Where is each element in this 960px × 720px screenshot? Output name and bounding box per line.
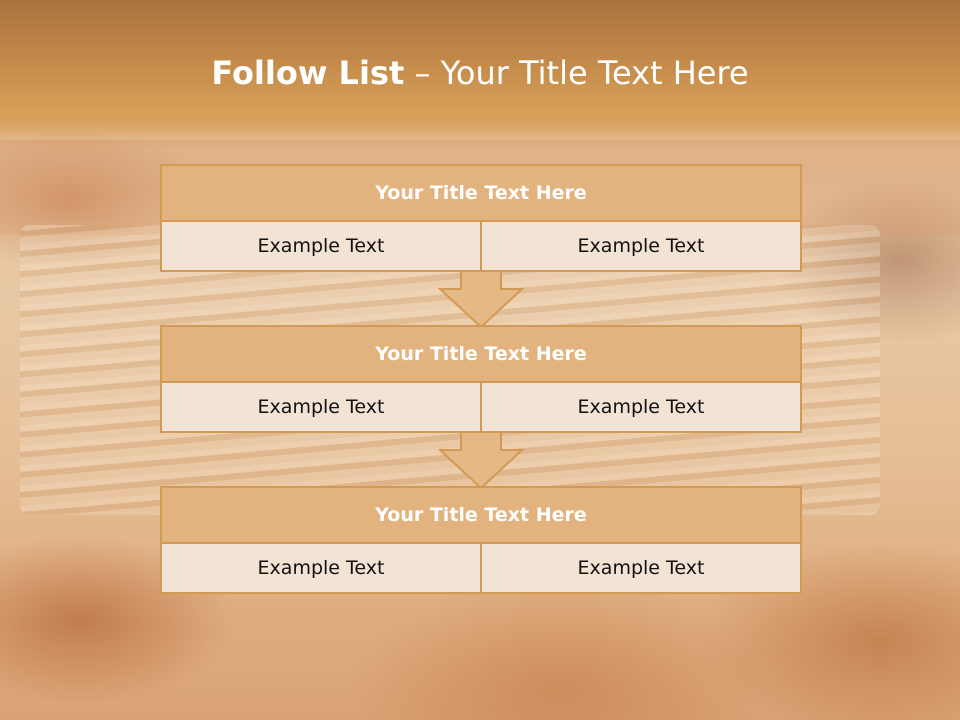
slide-title-bold: Follow List <box>211 54 405 92</box>
block-cell-right: Example Text <box>482 383 802 433</box>
block-cell-left: Example Text <box>160 222 482 272</box>
down-arrow-icon <box>438 271 524 329</box>
block-cell-right: Example Text <box>482 222 802 272</box>
block-cell-left: Example Text <box>160 544 482 594</box>
down-arrow-icon <box>438 432 524 490</box>
block-cell-left: Example Text <box>160 383 482 433</box>
block-row: Example Text Example Text <box>160 544 802 594</box>
slide-title-rest: – Your Title Text Here <box>404 54 749 92</box>
block-cell-right: Example Text <box>482 544 802 594</box>
title-band <box>0 0 960 140</box>
block-title: Your Title Text Here <box>160 164 802 222</box>
slide-title: Follow List – Your Title Text Here <box>0 54 960 92</box>
block-row: Example Text Example Text <box>160 383 802 433</box>
block-title: Your Title Text Here <box>160 486 802 544</box>
list-block-3: Your Title Text Here Example Text Exampl… <box>160 486 802 594</box>
list-block-2: Your Title Text Here Example Text Exampl… <box>160 325 802 433</box>
list-block-1: Your Title Text Here Example Text Exampl… <box>160 164 802 272</box>
block-row: Example Text Example Text <box>160 222 802 272</box>
block-title: Your Title Text Here <box>160 325 802 383</box>
